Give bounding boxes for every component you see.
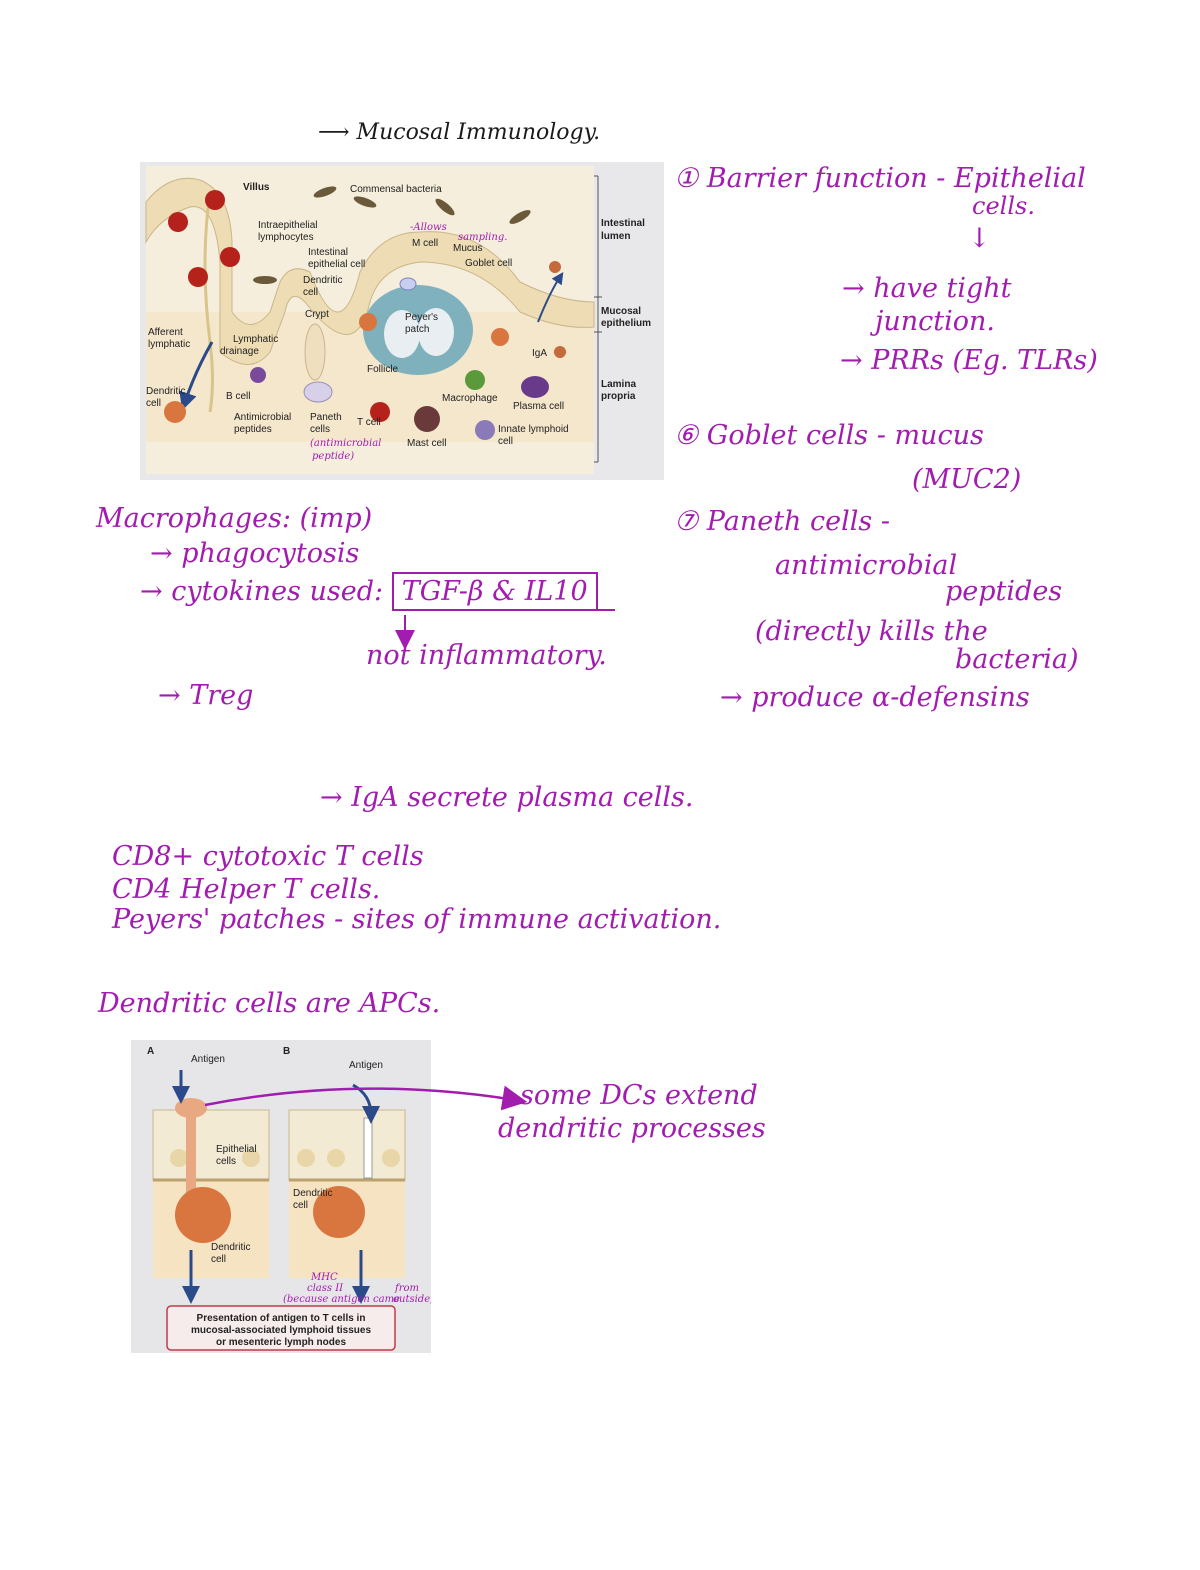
note-peptides: peptides xyxy=(945,576,1063,607)
note-junction: junction. xyxy=(875,306,995,337)
note-barrier: ① Barrier function - Epithelial xyxy=(674,163,1086,194)
label-mucosal-2: epithelium xyxy=(601,318,651,329)
note-not-inflammatory: not inflammatory. xyxy=(366,640,607,671)
mucosal-immune-diagram: Villus Commensal bacteria Intestinal lum… xyxy=(140,162,664,480)
anno-mhc-3: (because antigen came xyxy=(283,1294,400,1305)
label-dc-2: cell xyxy=(303,287,318,298)
label-iec-2: epithelial cell xyxy=(308,259,365,270)
label-lymph-2: drainage xyxy=(220,346,259,357)
label-lumen-1: Intestinal xyxy=(601,218,645,229)
note-paneth: ⑦ Paneth cells - xyxy=(674,506,890,537)
label-lymph-1: Lymphatic xyxy=(233,334,278,345)
panel-b-label: B xyxy=(283,1046,290,1057)
label-mcell: M cell xyxy=(412,238,438,249)
note-antimicrobial: antimicrobial xyxy=(775,550,958,581)
anno-amp-1: (antimicrobial xyxy=(310,438,381,449)
note-muc2: (MUC2) xyxy=(912,464,1022,495)
label-lamina-2: propria xyxy=(601,391,636,402)
label-lamina-1: Lamina xyxy=(601,379,636,390)
label-paneth-2: cells xyxy=(310,424,330,435)
label-iga: IgA xyxy=(532,348,547,359)
note-defensins: → produce α-defensins xyxy=(720,682,1030,713)
label-bcell: B cell xyxy=(226,391,250,402)
label-dc-a-2: cell xyxy=(211,1254,226,1265)
note-bacteria: bacteria) xyxy=(955,644,1079,675)
note-dc-apc: Dendritic cells are APCs. xyxy=(98,988,441,1019)
panel-a-label: A xyxy=(147,1046,154,1057)
anno-amp-2: peptide) xyxy=(312,451,354,462)
label-ilc-1: Innate lymphoid xyxy=(498,424,569,435)
label-epi-1: Epithelial xyxy=(216,1144,257,1155)
label-amp-1: Antimicrobial xyxy=(234,412,291,423)
note-down-arrow: ↓ xyxy=(968,223,991,254)
label-paneth-1: Paneth xyxy=(310,412,342,423)
note-prrs: → PRRs (Eg. TLRs) xyxy=(840,345,1098,376)
label-plasma: Plasma cell xyxy=(513,401,564,412)
label-mucosal-1: Mucosal xyxy=(601,306,641,317)
note-peyers: Peyers' patches - sites of immune activa… xyxy=(112,904,722,935)
note-dc-processes: dendritic processes xyxy=(498,1113,766,1144)
note-barrier-cells: cells. xyxy=(972,192,1035,220)
note-treg: → Treg xyxy=(158,680,254,711)
label-follicle: Follicle xyxy=(367,364,399,375)
page-title: ⟶ Mucosal Immunology. xyxy=(318,122,600,144)
note-cd8: CD8+ cytotoxic T cells xyxy=(112,841,424,872)
note-cytokines: → cytokines used: TGF-β & IL10 xyxy=(140,572,598,611)
label-iel-2: lymphocytes xyxy=(258,232,314,243)
label-amp-2: peptides xyxy=(234,424,272,435)
anno-sampling: sampling. xyxy=(458,232,507,243)
note-directly: (directly kills the xyxy=(755,616,988,647)
note-cytokines-text: → cytokines used: xyxy=(140,576,384,607)
note-phagocytosis: → phagocytosis xyxy=(150,538,360,569)
anno-from-1: from xyxy=(394,1283,419,1294)
note-tight: → have tight xyxy=(842,273,1012,304)
dendritic-sampling-diagram: A B Antigen Antigen Epithelial cells Den… xyxy=(131,1040,431,1353)
label-iel-1: Intraepithelial xyxy=(258,220,317,231)
anno-mhc-2: class II xyxy=(307,1283,344,1294)
label-dc-b-1: Dendritic xyxy=(293,1188,332,1199)
anno-mhc-1: MHC xyxy=(310,1272,338,1283)
label-goblet: Goblet cell xyxy=(465,258,512,269)
cytokine-box: TGF-β & IL10 xyxy=(391,572,598,611)
label-dcl-2: cell xyxy=(146,398,161,409)
anno-allows: -Allows xyxy=(410,222,447,233)
label-antigen-a: Antigen xyxy=(191,1054,225,1065)
title-arrow: ⟶ xyxy=(318,120,357,145)
label-afferent-1: Afferent xyxy=(148,327,183,338)
label-crypt: Crypt xyxy=(305,309,329,320)
label-dc-b-2: cell xyxy=(293,1200,308,1211)
note-dc-extend: some DCs extend xyxy=(520,1080,758,1111)
anno-from-2: outside) xyxy=(393,1294,431,1305)
presentation-line-1: Presentation of antigen to T cells in xyxy=(197,1313,366,1324)
label-iec-1: Intestinal xyxy=(308,247,348,258)
label-dc-1: Dendritic xyxy=(303,275,342,286)
note-cd4: CD4 Helper T cells. xyxy=(112,874,381,905)
label-macrophage: Macrophage xyxy=(442,393,498,404)
label-peyers-2: patch xyxy=(405,324,429,335)
label-commensal: Commensal bacteria xyxy=(350,184,442,195)
label-mucus: Mucus xyxy=(453,243,482,254)
label-dc-a-1: Dendritic xyxy=(211,1242,250,1253)
label-antigen-b: Antigen xyxy=(349,1060,383,1071)
presentation-line-2: mucosal-associated lymphoid tissues xyxy=(191,1325,371,1336)
label-mast: Mast cell xyxy=(407,438,446,449)
label-ilc-2: cell xyxy=(498,436,513,447)
label-epi-2: cells xyxy=(216,1156,236,1167)
label-peyers-1: Peyer's xyxy=(405,312,438,323)
label-lumen-2: lumen xyxy=(601,231,630,242)
presentation-line-3: or mesenteric lymph nodes xyxy=(216,1337,346,1348)
note-iga: → IgA secrete plasma cells. xyxy=(320,782,694,813)
label-dcl-1: Dendritic xyxy=(146,386,185,397)
note-macrophages: Macrophages: (imp) xyxy=(96,503,373,534)
title-text: Mucosal Immunology. xyxy=(356,120,601,145)
label-afferent-2: lymphatic xyxy=(148,339,190,350)
label-tcell: T cell xyxy=(357,417,381,428)
label-villus: Villus xyxy=(243,182,270,193)
note-goblet: ⑥ Goblet cells - mucus xyxy=(674,420,984,451)
